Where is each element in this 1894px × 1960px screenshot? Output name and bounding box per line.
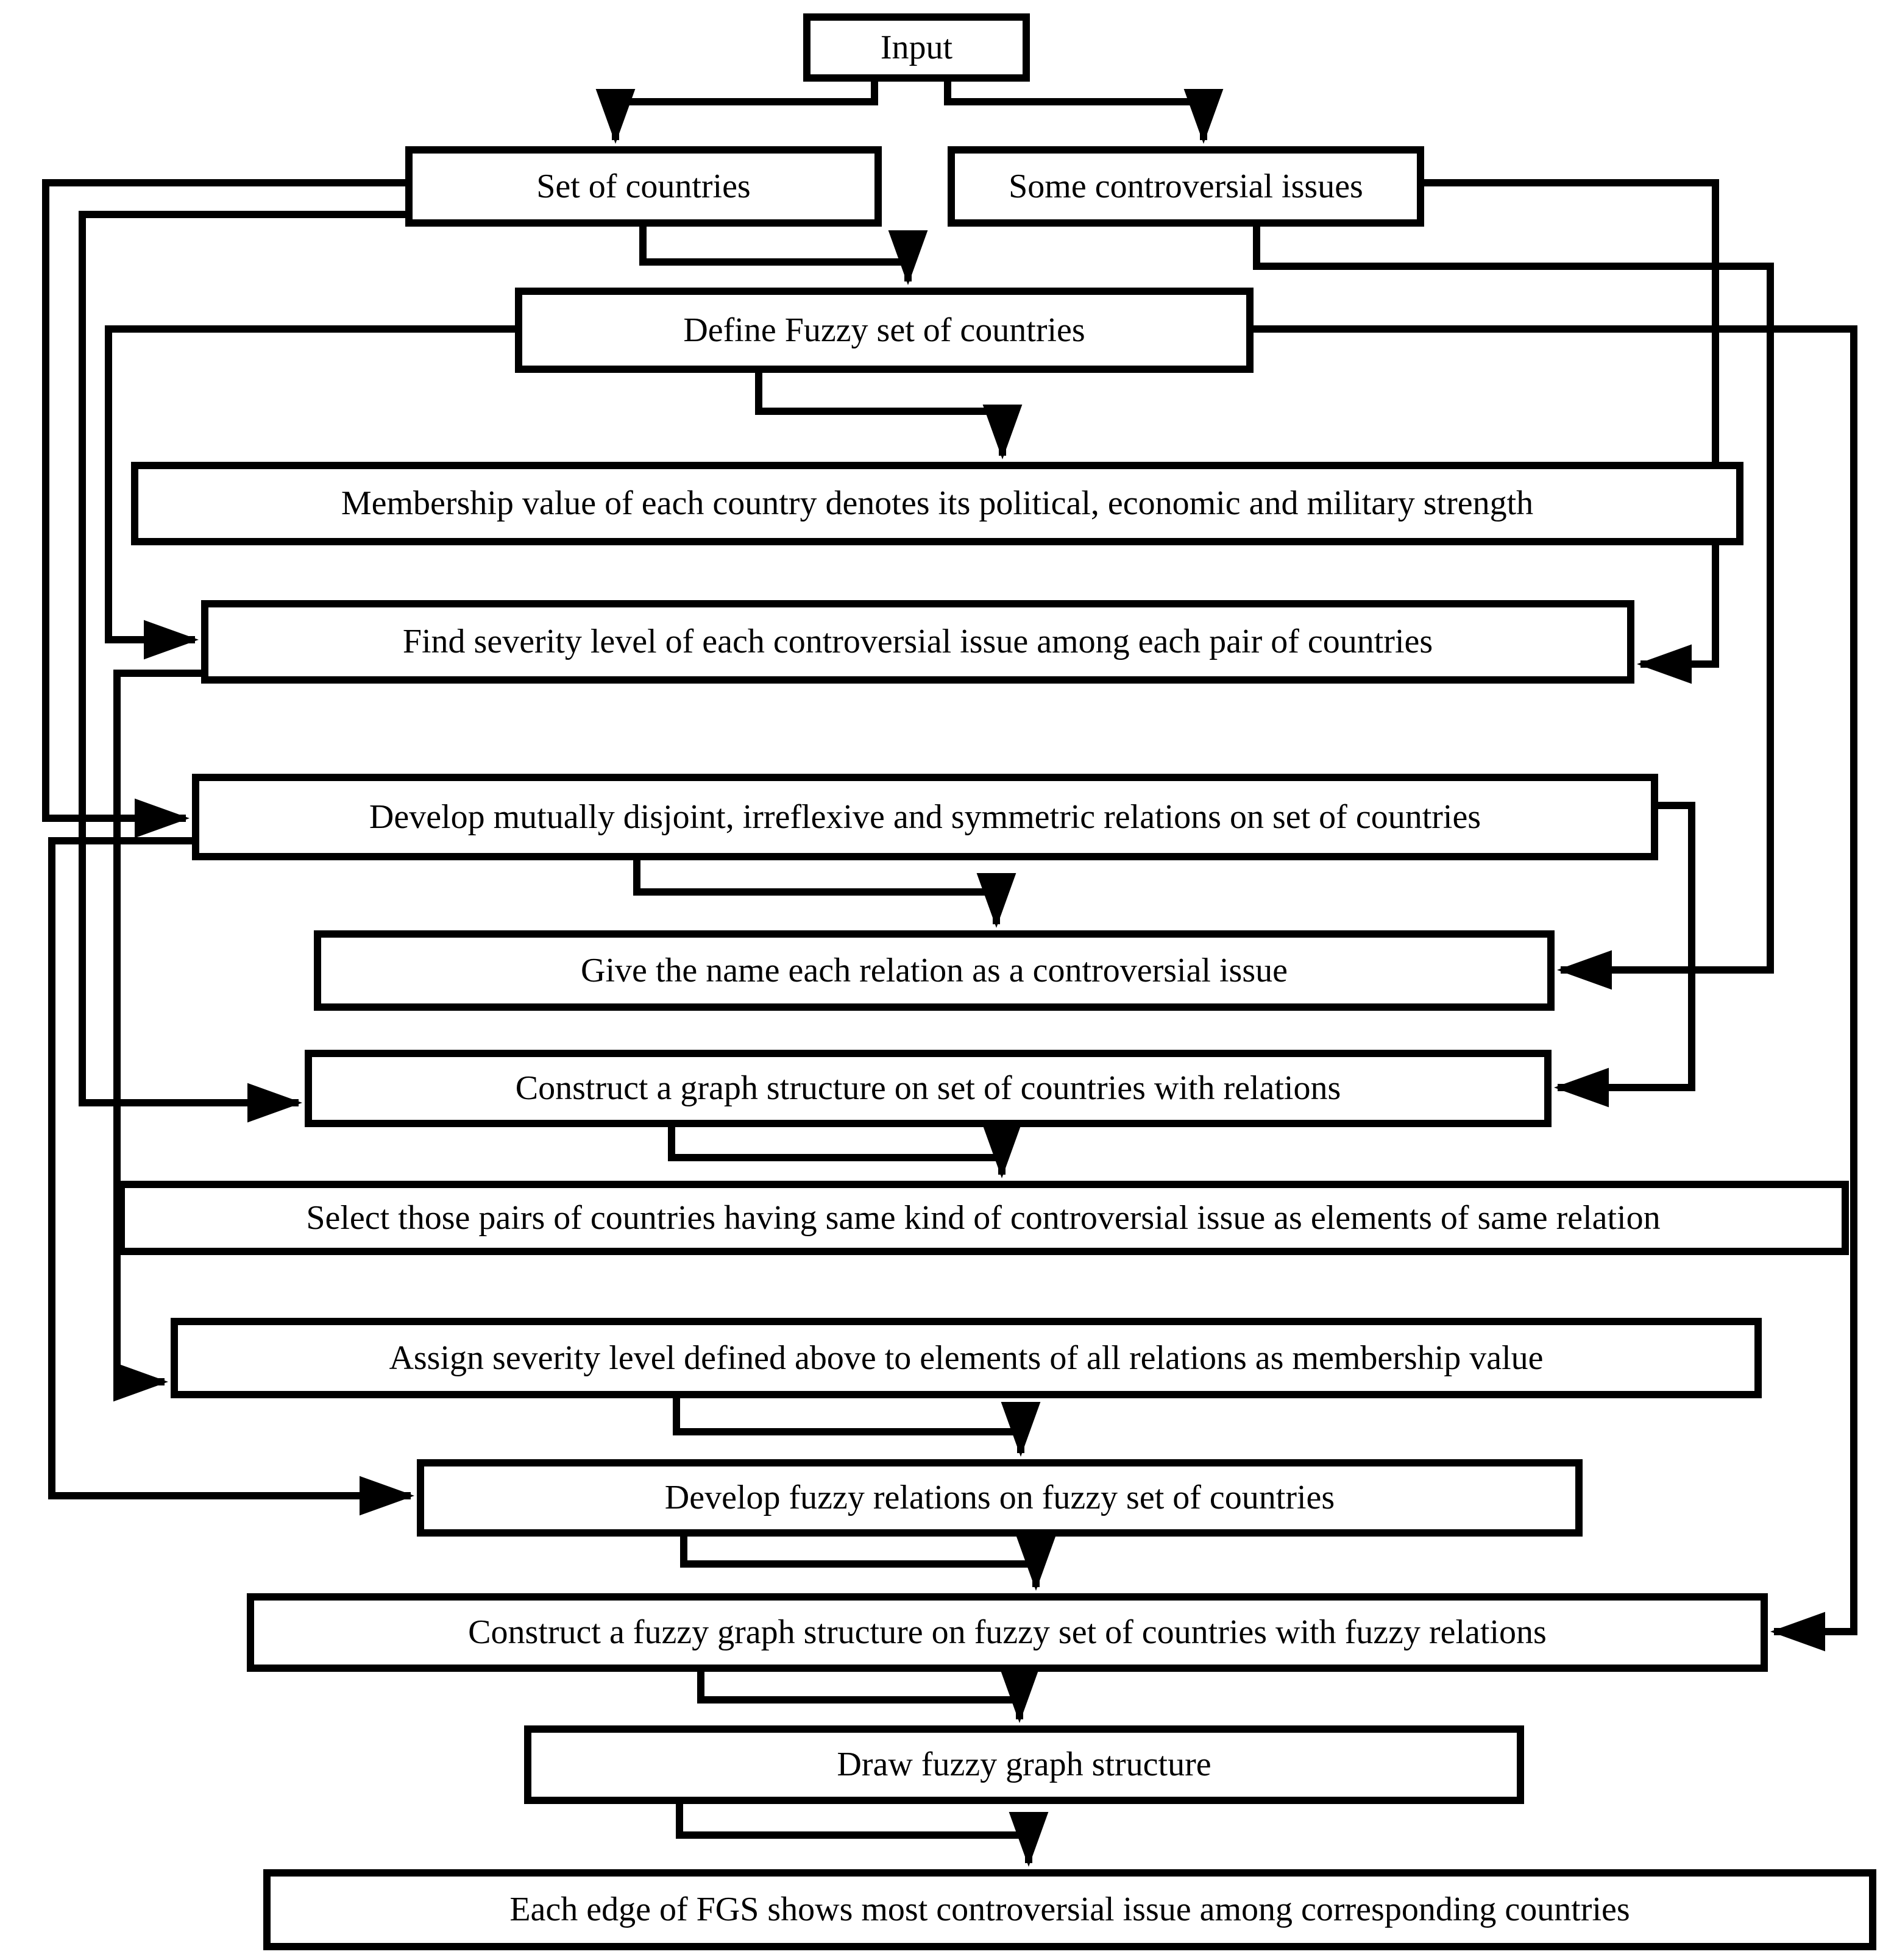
edge-set-to-construct-graph <box>79 211 405 1123</box>
flow-box-input: Input <box>803 13 1030 82</box>
edge-develop-relations-to-name-relation <box>633 860 1016 928</box>
edge-assign-severity-to-develop-fuzzy-relations <box>673 1398 1041 1457</box>
flow-box-find-severity: Find severity level of each controversia… <box>201 600 1634 684</box>
edge-input-to-set-of-countries <box>595 82 878 144</box>
flow-box-membership-value: Membership value of each country denotes… <box>131 462 1743 545</box>
edge-draw-fgs-to-edge-meaning <box>676 1804 1049 1867</box>
flow-box-develop-fuzzy-relations: Develop fuzzy relations on fuzzy set of … <box>417 1459 1583 1537</box>
flow-box-develop-relations: Develop mutually disjoint, irreflexive a… <box>192 774 1658 860</box>
edge-develop-fuzzy-relations-to-construct-fgs <box>680 1536 1056 1591</box>
edge-issues-to-name-relation <box>1253 227 1774 990</box>
edge-set-to-define-fuzzy-set <box>639 227 928 285</box>
edge-develop-relations-to-construct-graph <box>1554 802 1695 1108</box>
flow-box-select-pairs: Select those pairs of countries having s… <box>118 1181 1849 1255</box>
edge-develop-relations-to-develop-fuzzy-relations <box>48 837 414 1516</box>
flow-box-construct-graph: Construct a graph structure on set of co… <box>305 1050 1552 1127</box>
edge-input-to-controversial-issues <box>944 82 1224 144</box>
flow-box-name-relation: Give the name each relation as a controv… <box>314 930 1555 1011</box>
edge-find-severity-to-assign-severity <box>113 670 201 1402</box>
flow-box-draw-fgs: Draw fuzzy graph structure <box>524 1725 1524 1804</box>
edge-construct-fgs-to-draw-fgs <box>697 1668 1040 1723</box>
flow-box-edge-meaning: Each edge of FGS shows most controversia… <box>263 1869 1876 1950</box>
flow-box-controversial-issues: Some controversial issues <box>948 146 1424 227</box>
edge-define-fuzzy-set-to-membership-value <box>755 373 1023 459</box>
edge-define-fuzzy-set-to-find-severity <box>105 325 515 660</box>
flow-box-set-of-countries: Set of countries <box>405 146 882 227</box>
flow-box-define-fuzzy-set: Define Fuzzy set of countries <box>515 288 1254 373</box>
edge-define-fuzzy-set-to-construct-fgs <box>1254 325 1857 1652</box>
edge-construct-graph-to-select-pairs <box>668 1123 1022 1178</box>
flow-box-construct-fgs: Construct a fuzzy graph structure on fuz… <box>247 1593 1768 1672</box>
flow-box-assign-severity: Assign severity level defined above to e… <box>171 1318 1762 1398</box>
edge-issues-to-find-severity <box>1424 179 1719 684</box>
